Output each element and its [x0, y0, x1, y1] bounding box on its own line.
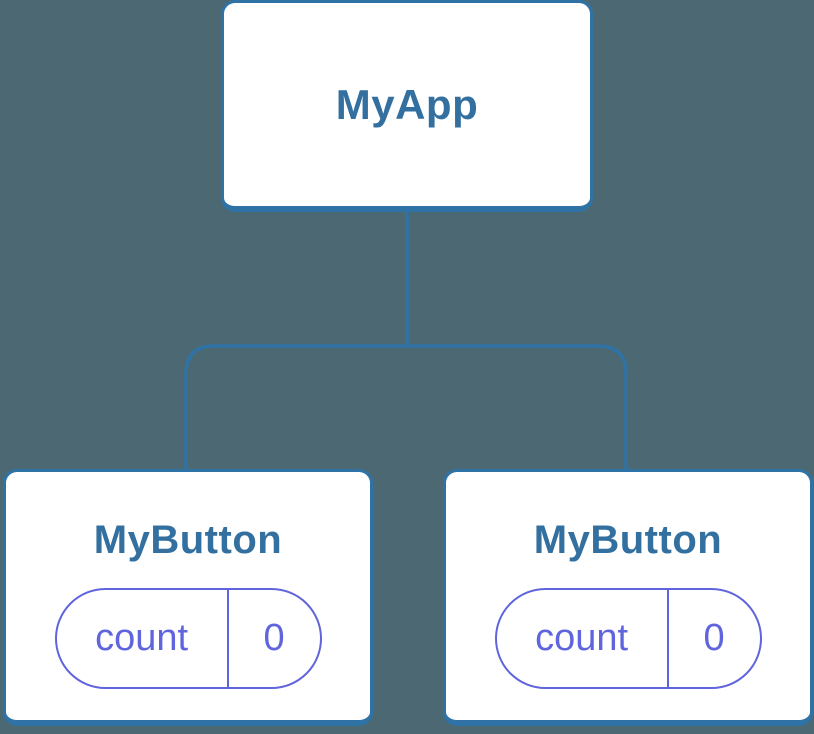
- tree-node-mybutton-right: MyButton count 0: [443, 469, 813, 726]
- state-value: 0: [703, 617, 725, 659]
- node-label: MyApp: [335, 80, 479, 128]
- children-bracket-connector: [184, 344, 628, 470]
- node-label: MyButton: [93, 518, 283, 562]
- state-value: 0: [263, 617, 285, 659]
- tree-node-myapp: MyApp: [221, 0, 593, 212]
- state-pill: count 0: [54, 588, 322, 689]
- node-label: MyButton: [533, 518, 723, 562]
- state-pill: count 0: [494, 588, 762, 689]
- state-key: count: [57, 590, 229, 687]
- tree-node-mybutton-left: MyButton count 0: [3, 469, 373, 726]
- state-key: count: [497, 590, 669, 687]
